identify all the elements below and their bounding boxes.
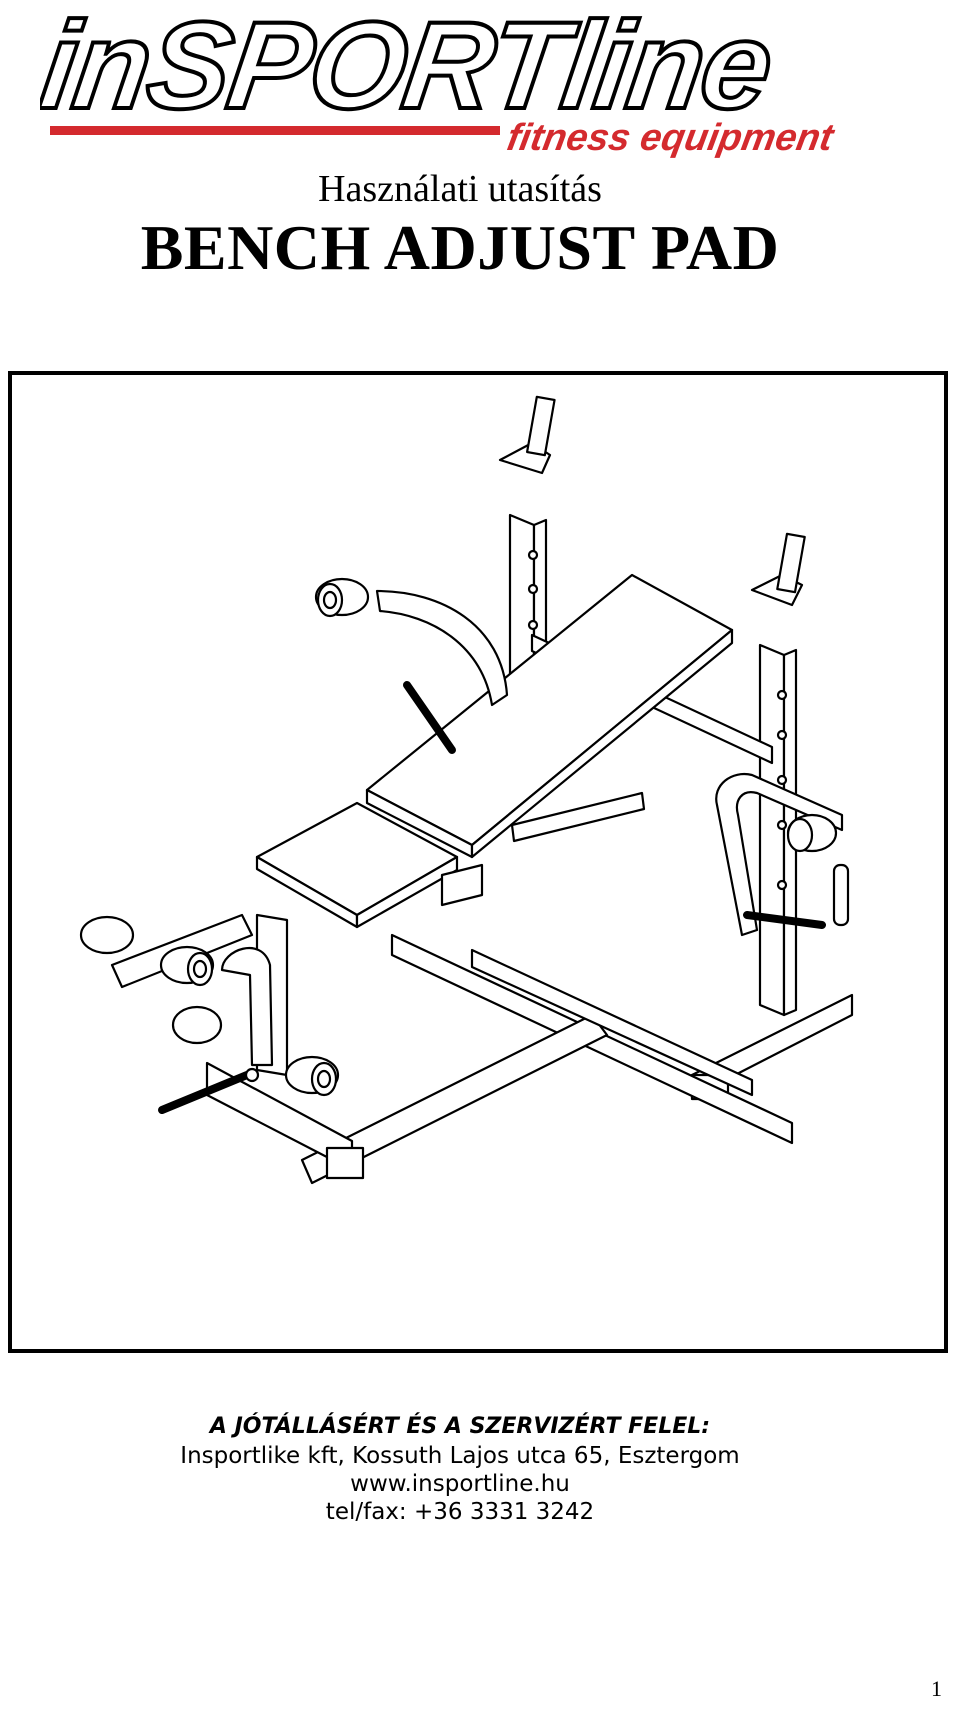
brand-logo: inSPORTline fitness equipment [31,0,870,162]
company-address: Insportlike kft, Kossuth Lajos utca 65, … [180,1443,740,1469]
product-figure [8,371,948,1353]
service-contact: A JÓTÁLLÁSÉRT ÉS A SZERVIZÉRT FELEL: Ins… [0,1412,920,1526]
svg-text:fitness equipment: fitness equipment [504,116,839,159]
weight-bench-illustration-icon [79,395,854,1185]
document-title: BENCH ADJUST PAD [140,212,780,283]
insportline-logo-icon: inSPORTline fitness equipment [31,0,839,159]
phone-number: tel/fax: +36 3331 3242 [325,1499,595,1525]
website-link[interactable]: www.insportline.hu [350,1471,570,1497]
document-subtitle: Használati utasítás [318,168,602,210]
warranty-heading: A JÓTÁLLÁSÉRT ÉS A SZERVIZÉRT FELEL: [209,1414,711,1439]
page-number: 1 [931,1676,942,1701]
svg-text:inSPORTline: inSPORTline [40,0,779,135]
